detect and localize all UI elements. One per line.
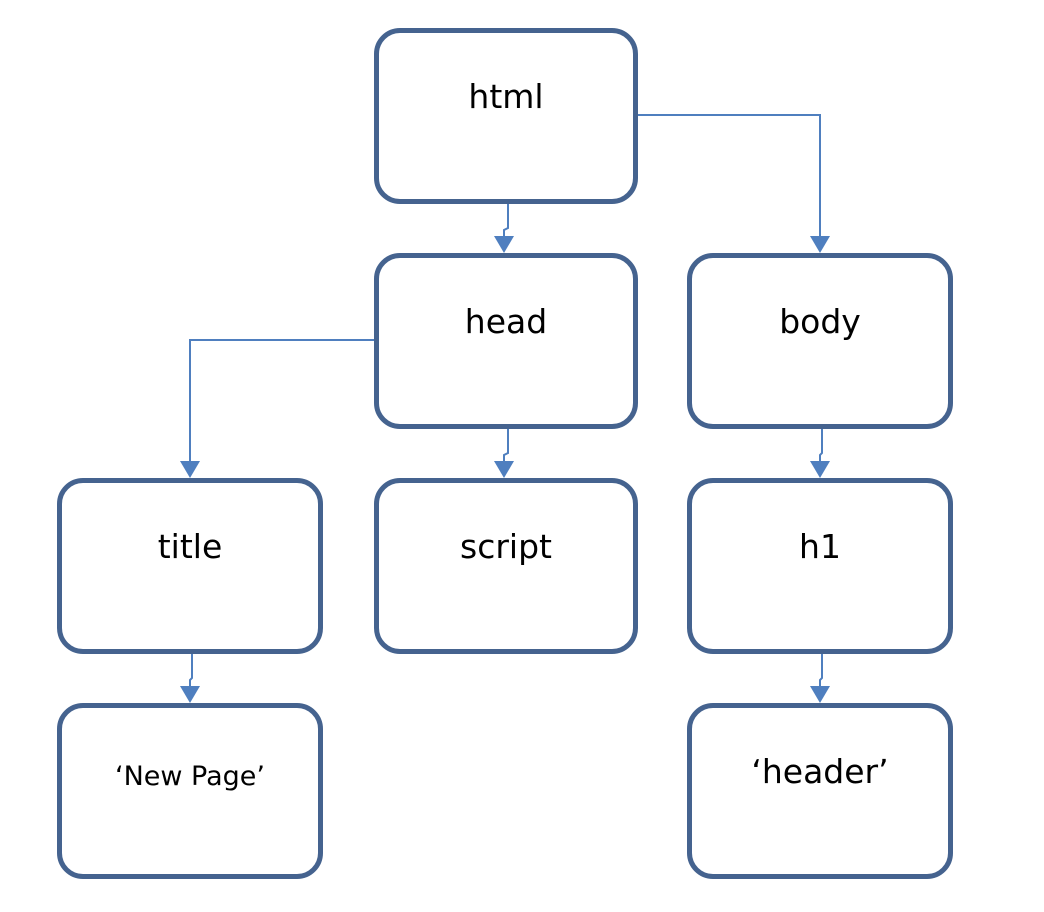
node-label-title: title [157, 527, 223, 566]
node-head: head [374, 253, 638, 429]
edge-html-body [638, 114, 821, 238]
edge-body-h1 [819, 429, 823, 463]
node-h1: h1 [687, 478, 953, 654]
node-header-text: ‘header’ [687, 703, 953, 879]
node-new-page-text: ‘New Page’ [57, 703, 323, 879]
node-label-header: ‘header’ [751, 752, 889, 791]
edge-html-head [503, 204, 509, 238]
node-label-head: head [464, 302, 548, 341]
node-label-new-page: ‘New Page’ [114, 761, 265, 792]
node-label-script: script [460, 527, 552, 566]
node-label-html: html [468, 77, 544, 116]
edge-title-newpage [189, 654, 193, 688]
node-html: html [374, 28, 638, 204]
node-title: title [57, 478, 323, 654]
node-body: body [687, 253, 953, 429]
edge-h1-header [819, 654, 823, 688]
edge-head-title [189, 339, 374, 463]
edge-head-script [503, 429, 509, 463]
node-script: script [374, 478, 638, 654]
node-label-h1: h1 [799, 527, 841, 566]
node-label-body: body [779, 302, 861, 341]
